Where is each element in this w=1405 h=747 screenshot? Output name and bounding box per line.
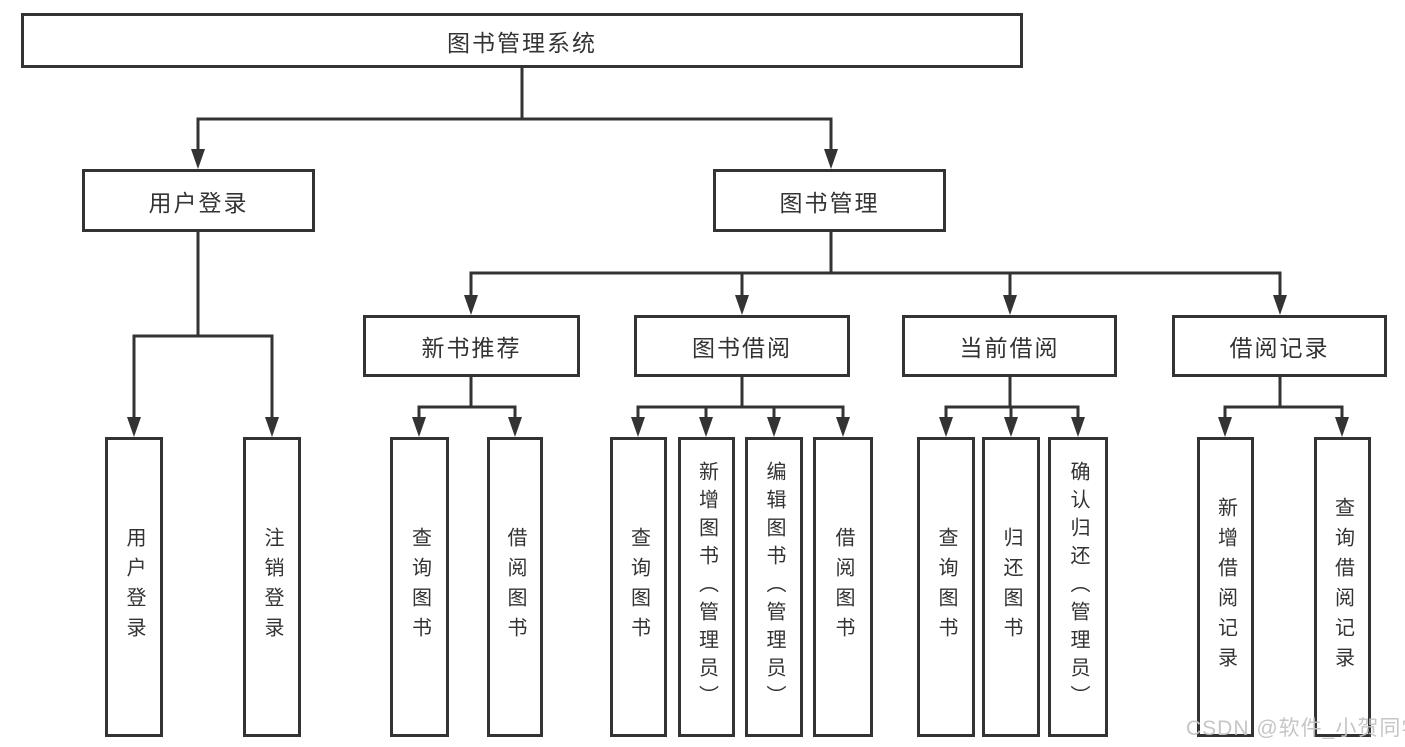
node-user-login-label: 用户登录 <box>148 189 249 216</box>
leaf-user-login-label: 用户登录 <box>123 527 145 647</box>
node-current-borrow-label: 当前借阅 <box>959 335 1060 361</box>
leaf-logout-login: 注销登录 <box>243 437 301 737</box>
arrow-down-icon <box>127 417 141 437</box>
leaf-nbr-query-book-label: 查询图书 <box>408 527 431 647</box>
node-new-book-recommend: 新书推荐 <box>363 315 580 377</box>
arrow-down-icon <box>412 417 426 437</box>
leaf-cb-confirm-return-admin: 确认归还（管理员） <box>1048 437 1108 737</box>
leaf-bb-borrow-book-label: 借阅图书 <box>832 527 854 647</box>
leaf-nbr-borrow-book-label: 借阅图书 <box>504 527 526 647</box>
leaf-cb-query-book: 查询图书 <box>917 437 975 737</box>
leaf-br-query-record-label: 查询借阅记录 <box>1331 497 1354 677</box>
leaf-br-add-record-label: 新增借阅记录 <box>1214 497 1237 677</box>
node-book-borrow: 图书借阅 <box>634 315 850 377</box>
arrow-down-icon <box>939 417 953 437</box>
node-book-management-label: 图书管理 <box>779 189 880 216</box>
node-borrow-records-label: 借阅记录 <box>1229 335 1330 361</box>
arrow-down-icon <box>191 149 205 169</box>
arrow-down-icon <box>735 295 749 315</box>
node-root: 图书管理系统 <box>21 13 1023 68</box>
arrow-down-icon <box>1335 417 1349 437</box>
connector-root-to-level2 <box>196 68 833 152</box>
connector-book-management-to-level3 <box>469 231 1282 298</box>
connector-borrow-records-to-leaves <box>1223 377 1344 420</box>
arrow-down-icon <box>508 417 522 437</box>
arrow-down-icon <box>1218 417 1232 437</box>
node-current-borrow: 当前借阅 <box>902 315 1117 377</box>
arrow-down-icon <box>767 417 781 437</box>
connector-book-borrow-to-leaves <box>636 377 845 420</box>
leaf-bb-edit-book-admin: 编辑图书（管理员） <box>745 437 803 737</box>
node-user-login: 用户登录 <box>82 169 315 232</box>
connector-user-login-to-leaves <box>132 232 274 420</box>
arrow-down-icon <box>1004 417 1018 437</box>
arrow-down-icon <box>1273 295 1287 315</box>
leaf-bb-edit-book-admin-label: 编辑图书（管理员） <box>763 461 785 713</box>
node-root-label: 图书管理系统 <box>447 29 597 56</box>
arrow-down-icon <box>836 417 850 437</box>
leaf-user-login: 用户登录 <box>105 437 163 737</box>
node-book-management: 图书管理 <box>713 169 946 232</box>
leaf-cb-return-book: 归还图书 <box>982 437 1040 737</box>
node-borrow-records: 借阅记录 <box>1172 315 1387 377</box>
connector-new-book-recommend-to-leaves <box>417 377 517 420</box>
leaf-bb-add-book-admin-label: 新增图书（管理员） <box>695 461 718 713</box>
arrow-down-icon <box>824 149 838 169</box>
arrow-down-icon <box>464 295 478 315</box>
node-new-book-recommend-label: 新书推荐 <box>421 335 522 361</box>
arrow-down-icon <box>699 417 713 437</box>
arrow-down-icon <box>631 417 645 437</box>
leaf-nbr-query-book: 查询图书 <box>390 437 449 737</box>
leaf-logout-login-label: 注销登录 <box>261 527 283 647</box>
leaf-br-add-record: 新增借阅记录 <box>1197 437 1254 737</box>
connector-current-borrow-to-leaves <box>944 377 1080 420</box>
leaf-bb-query-book-label: 查询图书 <box>627 527 650 647</box>
leaf-bb-query-book: 查询图书 <box>610 437 667 737</box>
leaf-bb-add-book-admin: 新增图书（管理员） <box>678 437 735 737</box>
csdn-watermark: CSDN @软件_小贺同学 <box>1186 717 1405 740</box>
leaf-bb-borrow-book: 借阅图书 <box>813 437 873 737</box>
leaf-cb-return-book-label: 归还图书 <box>1000 527 1022 647</box>
leaf-cb-query-book-label: 查询图书 <box>935 527 957 647</box>
arrow-down-icon <box>265 417 279 437</box>
leaf-br-query-record: 查询借阅记录 <box>1314 437 1371 737</box>
node-book-borrow-label: 图书借阅 <box>692 335 792 361</box>
leaf-nbr-borrow-book: 借阅图书 <box>487 437 543 737</box>
arrow-down-icon <box>1003 295 1017 315</box>
leaf-cb-confirm-return-admin-label: 确认归还（管理员） <box>1067 461 1089 713</box>
arrow-down-icon <box>1071 417 1085 437</box>
